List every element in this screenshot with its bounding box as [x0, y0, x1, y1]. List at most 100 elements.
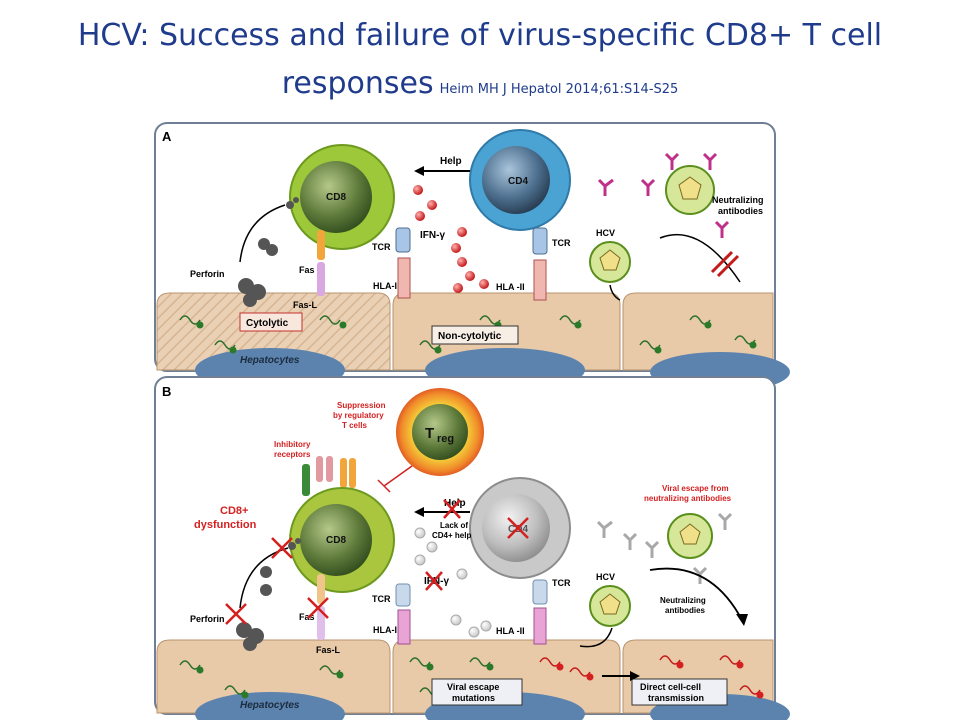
tcr-label-a2: TCR — [552, 238, 571, 248]
fas-receptor — [317, 230, 325, 260]
inhibit-bar-icon — [377, 479, 391, 493]
nucleus-icon — [195, 692, 345, 720]
perforin-granules-b — [236, 538, 301, 651]
escape-mutations-box — [431, 678, 523, 706]
tcr-hla2-complex — [532, 227, 548, 301]
hcv-core-icon — [599, 593, 621, 615]
hcv-release-arrow-b — [579, 627, 613, 648]
hcv-label-a: HCV — [596, 228, 615, 238]
escape-arrow — [649, 567, 743, 621]
cd4-label: CD4 — [508, 176, 528, 187]
fas-label-a: Fas — [299, 265, 315, 275]
neutralizing-label-b1: Neutralizing — [660, 596, 706, 605]
cross-icon — [425, 571, 443, 591]
tcr-hla2-complex-b — [532, 579, 548, 645]
cross-icon — [307, 597, 329, 619]
escape-antibodies-2: neutralizing antibodies — [644, 494, 732, 503]
block-bar-icon — [716, 254, 740, 278]
cytolytic-label: Cytolytic — [246, 318, 289, 329]
perforin-granules — [238, 197, 299, 307]
neutralizing-label-b2: antibodies — [665, 606, 706, 615]
escape-mutations-1: Viral escape — [447, 682, 499, 692]
direct-transmission-1: Direct cell-cell — [640, 682, 701, 692]
ifn-gamma-dots — [413, 185, 489, 293]
antibody-grey-icons — [596, 512, 733, 584]
noncytolytic-label: Non-cytolytic — [438, 331, 502, 342]
cd8-nucleus-b — [300, 504, 372, 576]
antibody-icons — [597, 152, 730, 238]
neutralizing-label-a1: Neutralizing — [712, 195, 764, 205]
neutralization-arrow — [659, 233, 741, 283]
inhibitory-label-2: receptors — [274, 450, 311, 459]
cd8-label: CD8 — [326, 192, 346, 203]
suppression-inhibit-line — [383, 465, 413, 487]
treg-label: T — [425, 425, 434, 442]
cd4-nucleus-b — [482, 494, 550, 562]
noncytolytic-box — [431, 325, 519, 345]
hepatocyte-b1 — [156, 639, 391, 714]
ifn-pale-dots — [414, 527, 492, 638]
hcv-core-icon — [679, 523, 701, 545]
hcv-core-icon — [678, 176, 702, 200]
perforin-arrow — [239, 204, 286, 263]
arrow-head-icon — [630, 671, 640, 681]
hepatocytes-label-b: Hepatocytes — [240, 700, 300, 711]
ifn-label: IFN-γ — [420, 230, 445, 241]
tcr-label-b2: TCR — [552, 578, 571, 588]
cytolytic-box — [239, 312, 303, 332]
lack-help-1: Lack of — [440, 521, 468, 530]
treg-nucleus — [412, 404, 468, 460]
citation: Heim MH J Hepatol 2014;61:S14-S25 — [439, 82, 679, 97]
cd8-nucleus — [300, 161, 372, 233]
suppression-label-2: by regulatory — [333, 411, 384, 420]
tcr-hla1-complex — [395, 227, 411, 299]
hla1-label-a: HLA-I — [373, 281, 397, 291]
treg-sub-label: reg — [437, 433, 454, 445]
cd8-label-b: CD8 — [326, 535, 346, 546]
ifn-label-b: IFN-γ — [424, 576, 449, 587]
arrow-head-icon — [736, 614, 748, 626]
cross-icon — [443, 499, 461, 519]
slide-title-line2: responses Heim MH J Hepatol 2014;61:S14-S… — [0, 66, 960, 101]
perforin-label-a: Perforin — [190, 269, 225, 279]
cross-icon — [271, 537, 293, 559]
hla2-label-b: HLA -II — [496, 626, 525, 636]
tcr-hla1-complex-b — [395, 583, 411, 645]
tcr-label-b1: TCR — [372, 594, 391, 604]
mutant-particle-dots — [556, 661, 764, 699]
block-bar-icon — [710, 250, 734, 274]
slide-title-line1: HCV: Success and failure of virus-specif… — [77, 18, 883, 53]
cross-icon — [507, 517, 529, 539]
hepatocytes-label: Hepatocytes — [240, 355, 300, 366]
dysfunction-label-2: dysfunction — [194, 519, 257, 531]
inhibitory-label-1: Inhibitory — [274, 440, 311, 449]
help-label: Help — [440, 156, 462, 167]
cd4-nucleus — [482, 146, 550, 214]
panel-b-letter: B — [162, 384, 171, 399]
arrow-head-icon — [414, 166, 424, 176]
fas-label-b: Fas — [299, 612, 315, 622]
hcv-core-icon — [599, 249, 621, 271]
help-label-b: Help — [444, 498, 466, 509]
arrow-head-icon — [414, 507, 424, 517]
slide-title-responses: responses — [281, 66, 434, 101]
escape-mutations-2: mutations — [452, 693, 495, 703]
fasl-label-b: Fas-L — [316, 645, 341, 655]
panel-a: A Hepatocytes CD8 CD4 Help — [154, 122, 790, 392]
lack-help-2: CD4+ help — [432, 531, 471, 540]
hla2-label-a: HLA -II — [496, 282, 525, 292]
direct-transmission-2: transmission — [648, 693, 704, 703]
fasl-ligand — [317, 262, 325, 296]
suppression-label-1: Suppression — [337, 401, 386, 410]
direct-transmission-box — [631, 678, 728, 706]
hcv-label-b: HCV — [596, 572, 615, 582]
fasl-label-a: Fas-L — [293, 300, 318, 310]
dysfunction-label-1: CD8+ — [220, 505, 248, 517]
suppression-label-3: T cells — [342, 421, 367, 430]
panel-b: B Hepatocytes T reg Suppr — [154, 376, 790, 720]
neutralizing-label-a2: antibodies — [718, 206, 763, 216]
cross-icon — [225, 603, 247, 625]
hla1-label-b: HLA-I — [373, 625, 397, 635]
fas-receptor-b — [317, 574, 325, 604]
hcv-release-arrow — [609, 284, 621, 301]
